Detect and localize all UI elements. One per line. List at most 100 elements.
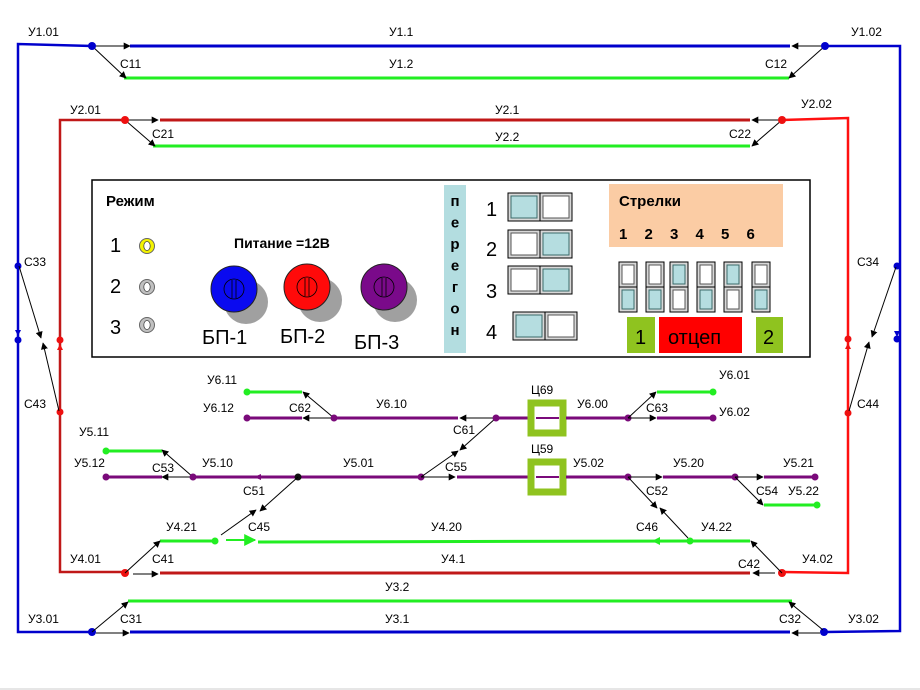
peregon-block-right[interactable] — [539, 229, 573, 259]
switch-c52-branch[interactable] — [627, 476, 658, 509]
peregon-block-left[interactable] — [507, 265, 541, 295]
label-u6-10: У6.10 — [376, 397, 407, 411]
peregon-block-left[interactable] — [512, 311, 546, 341]
node-u5-11[interactable] — [102, 447, 110, 455]
node-u1-02[interactable] — [821, 42, 829, 50]
node-c62[interactable] — [330, 414, 338, 422]
switch-indicator-top[interactable] — [751, 261, 771, 288]
signal-c59[interactable] — [527, 458, 567, 496]
switch-indicator[interactable] — [751, 261, 771, 313]
switch-indicator[interactable] — [696, 261, 716, 313]
label-u6-11: У6.11 — [207, 373, 237, 387]
switch-indicator[interactable] — [618, 261, 638, 313]
switch-indicator-bottom[interactable] — [669, 286, 689, 313]
node-u1-01[interactable] — [88, 42, 96, 50]
label-u5-12: У5.12 — [74, 456, 105, 470]
switch-c34[interactable] — [870, 266, 897, 338]
switch-indicator-bottom[interactable] — [723, 286, 743, 313]
mode-selector: 1 2 3 — [110, 235, 155, 339]
power-unit-1-knob[interactable] — [210, 265, 258, 313]
line-3: У3.2 У3.01 С31 У3.1 С32 У3.02 — [28, 580, 879, 637]
peregon-band — [444, 185, 466, 353]
otcep-button[interactable] — [659, 317, 742, 353]
peregon-block-left[interactable] — [507, 192, 541, 222]
switch-c12-branch[interactable] — [788, 45, 826, 79]
track-u4-20[interactable] — [257, 539, 691, 544]
control-panel: Режим 1 2 3 Питание =12В БП-1 — [91, 179, 811, 358]
label-c59: Ц59 — [531, 442, 554, 456]
otcep-left-label: 1 — [635, 327, 646, 349]
switch-number: 5 — [721, 226, 729, 243]
otcep-right-badge[interactable] — [756, 317, 783, 353]
switch-indicator-top[interactable] — [618, 261, 638, 288]
switch-c51[interactable] — [259, 476, 299, 512]
switch-indicator-bottom[interactable] — [618, 286, 638, 313]
peregon-block-right[interactable] — [539, 192, 573, 222]
node-u5-12[interactable] — [102, 473, 110, 481]
power-unit-3[interactable]: БП-3 — [354, 263, 417, 354]
peregon-block-right[interactable] — [544, 311, 578, 341]
node-c46[interactable] — [686, 537, 694, 545]
node-u6-11[interactable] — [243, 388, 251, 396]
switch-c41-branch[interactable] — [124, 540, 161, 574]
switch-c31-branch[interactable] — [91, 601, 129, 633]
node-c45[interactable] — [211, 537, 219, 545]
switch-indicator-top[interactable] — [669, 261, 689, 288]
node-u6-02[interactable] — [709, 414, 717, 422]
switch-indicator-top[interactable] — [696, 261, 716, 288]
node-u5-21[interactable] — [811, 473, 819, 481]
switch-c11-branch[interactable] — [91, 45, 127, 79]
node-u2-02[interactable] — [778, 116, 786, 124]
node-u5-22[interactable] — [813, 501, 821, 509]
switch-c44[interactable] — [848, 341, 871, 412]
label-u5-02: У5.02 — [573, 456, 604, 470]
node-u3-02[interactable] — [820, 628, 828, 636]
switch-indicator-bottom[interactable] — [751, 286, 771, 313]
node-c33[interactable] — [14, 262, 22, 270]
switch-c32-branch[interactable] — [788, 601, 824, 631]
label-c41: С41 — [152, 552, 174, 566]
power-unit-1-screw-icon — [223, 278, 245, 300]
node-c34[interactable] — [893, 262, 901, 270]
switch-c46[interactable] — [659, 507, 689, 539]
switch-c43[interactable] — [41, 342, 60, 412]
node-blue-right-mid — [893, 335, 901, 343]
power-unit-3-knob[interactable] — [360, 263, 408, 311]
label-u4-01: У4.01 — [70, 552, 101, 566]
switch-c42-branch[interactable] — [750, 540, 783, 574]
switch-indicator[interactable] — [669, 261, 689, 313]
switch-c63-branch[interactable] — [627, 391, 657, 419]
switch-c54-branch[interactable] — [734, 476, 764, 506]
node-c53[interactable] — [189, 473, 197, 481]
arrow-red-left — [57, 344, 63, 350]
node-u2-01[interactable] — [121, 116, 129, 124]
switch-c21-branch[interactable] — [124, 119, 156, 147]
switch-indicator[interactable] — [723, 261, 743, 313]
label-u3-01: У3.01 — [28, 612, 59, 626]
node-c61[interactable] — [492, 414, 500, 422]
power-unit-2-knob[interactable] — [283, 263, 331, 311]
switch-indicator-bottom[interactable] — [696, 286, 716, 313]
node-c43[interactable] — [56, 408, 64, 416]
switch-c45[interactable] — [220, 509, 257, 536]
power-unit-1[interactable]: БП-1 — [202, 265, 268, 349]
node-u6-12[interactable] — [243, 414, 251, 422]
signal-c69[interactable] — [527, 399, 567, 437]
switch-c62-branch[interactable] — [302, 391, 335, 419]
switch-c33[interactable] — [18, 265, 43, 339]
node-c44[interactable] — [844, 409, 852, 417]
switch-indicator-top[interactable] — [723, 261, 743, 288]
switch-indicator-bottom[interactable] — [645, 286, 665, 313]
switch-c61-branch[interactable] — [459, 417, 497, 451]
switch-c55-branch[interactable] — [420, 450, 459, 478]
peregon-block-left[interactable] — [507, 229, 541, 259]
power-unit-2[interactable]: БП-2 — [280, 263, 342, 348]
otcep-left-badge[interactable] — [627, 317, 655, 353]
switch-indicator[interactable] — [645, 261, 665, 313]
switch-c22-branch[interactable] — [751, 119, 783, 147]
switch-c53-branch[interactable] — [161, 449, 194, 478]
switch-indicator-top[interactable] — [645, 261, 665, 288]
peregon-letter: о — [450, 301, 459, 318]
peregon-block-right[interactable] — [539, 265, 573, 295]
node-u6-01[interactable] — [709, 388, 717, 396]
